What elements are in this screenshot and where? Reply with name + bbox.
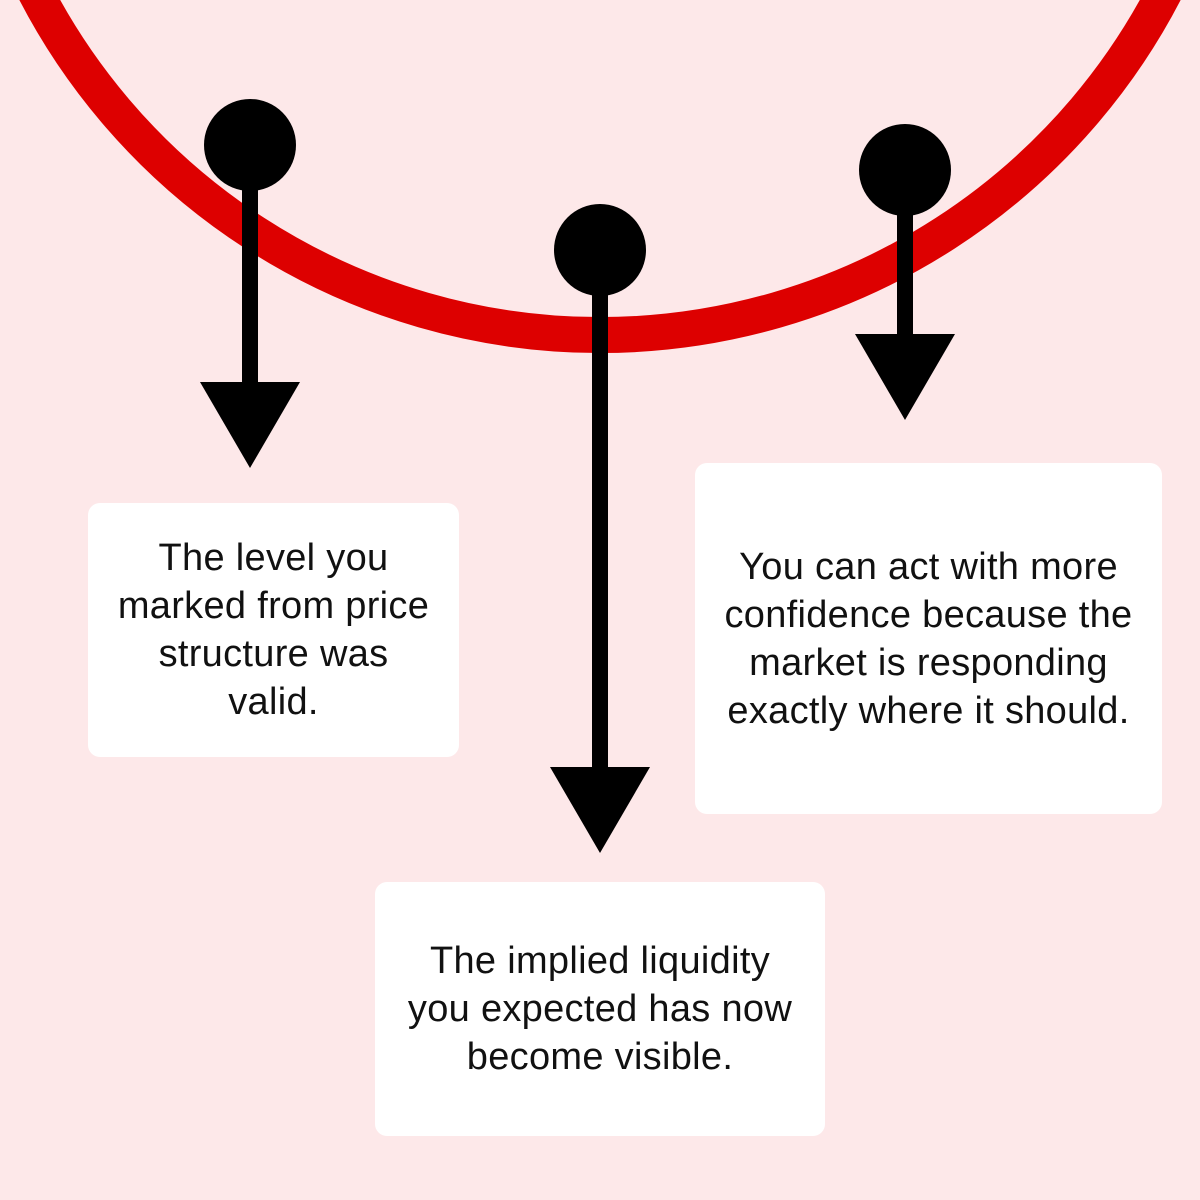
left-arrow-head [200,382,300,468]
left-text-box: The level you marked from price structur… [88,503,459,757]
middle-arrow-head [550,767,650,853]
middle-box-text: The implied liquidity you expected has n… [407,940,793,1078]
middle-point-marker [554,204,646,296]
right-arrow-head [855,334,955,420]
right-point-marker [859,124,951,216]
left-point-marker [204,99,296,191]
middle-text-box: The implied liquidity you expected has n… [375,882,825,1136]
left-box-text: The level you marked from price structur… [117,537,430,723]
right-box-text: You can act with more confidence because… [724,545,1133,732]
right-text-box: You can act with more confidence because… [695,463,1162,814]
